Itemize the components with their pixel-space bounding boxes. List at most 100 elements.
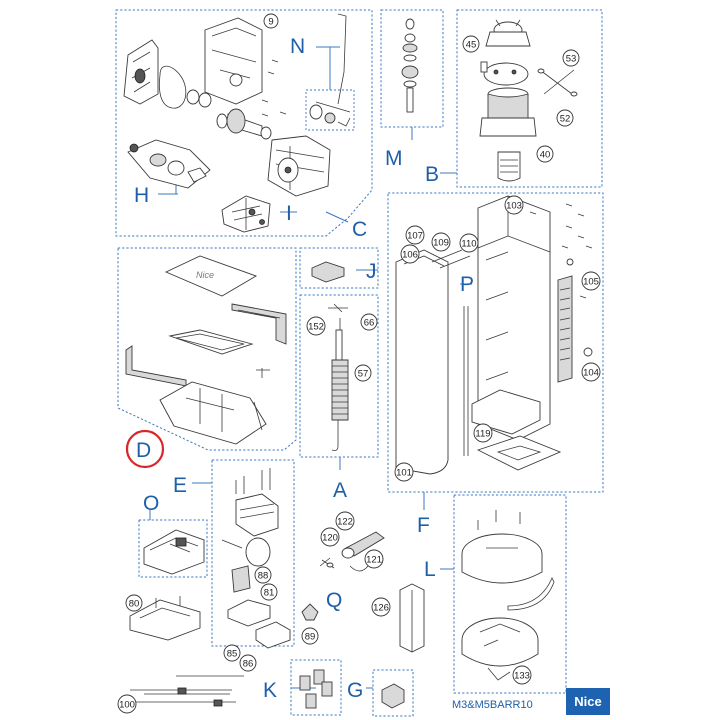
- svg-text:80: 80: [129, 599, 140, 610]
- svg-text:122: 122: [337, 517, 353, 528]
- svg-text:53: 53: [566, 54, 577, 65]
- callout-86: 86: [239, 654, 257, 672]
- callout-40: 40: [536, 145, 554, 163]
- svg-text:45: 45: [466, 40, 477, 51]
- bar-piece-126: [399, 583, 425, 653]
- callout-45: 45: [462, 35, 480, 53]
- callout-89: 89: [301, 627, 319, 645]
- callout-66: 66: [360, 313, 378, 331]
- board-o: [129, 529, 205, 641]
- group-label-n: N: [290, 35, 305, 58]
- lever-subassembly-n: [305, 13, 355, 131]
- svg-text:109: 109: [433, 238, 449, 249]
- svg-text:152: 152: [308, 322, 324, 333]
- callout-52: 52: [556, 109, 574, 127]
- group-label-m: M: [385, 147, 403, 170]
- callout-107: 107: [405, 225, 425, 245]
- callout-100: 100: [117, 694, 137, 714]
- cables: [130, 675, 244, 707]
- callout-106: 106: [400, 244, 420, 264]
- callout-103: 103: [504, 195, 524, 215]
- callout-85: 85: [223, 644, 241, 662]
- group-label-h: H: [134, 184, 149, 207]
- svg-text:66: 66: [364, 318, 375, 329]
- motor-assembly-b: [479, 19, 578, 182]
- gearbox-assembly: [123, 17, 331, 197]
- svg-text:106: 106: [402, 250, 418, 261]
- group-box-e: [211, 459, 295, 647]
- svg-text:89: 89: [305, 632, 316, 643]
- group-box-d: [117, 247, 297, 451]
- callout-101: 101: [394, 462, 414, 482]
- callout-57: 57: [354, 364, 372, 382]
- callout-81: 81: [260, 583, 278, 601]
- callout-133: 133: [512, 665, 532, 685]
- callout-126: 126: [371, 597, 391, 617]
- gear-subassembly-h: [127, 139, 211, 189]
- svg-text:86: 86: [243, 659, 254, 670]
- group-label-k: K: [263, 679, 277, 702]
- callout-105: 105: [581, 271, 601, 291]
- svg-text:100: 100: [119, 700, 135, 711]
- svg-text:103: 103: [506, 201, 522, 212]
- svg-text:101: 101: [396, 468, 412, 479]
- callout-80: 80: [125, 594, 143, 612]
- svg-text:57: 57: [358, 369, 369, 380]
- group-box-c: [115, 9, 373, 237]
- group-label-p: P: [460, 273, 474, 296]
- group-label-q: Q: [326, 589, 342, 612]
- bracket-k: [299, 669, 333, 709]
- callout-119: 119: [473, 423, 493, 443]
- housing-f: [395, 195, 593, 475]
- group-label-d: D: [136, 439, 151, 462]
- spring-assembly-a: [328, 303, 349, 451]
- highlight-circle: [125, 429, 165, 469]
- group-label-f: F: [417, 514, 430, 537]
- group-box-o: [138, 519, 208, 578]
- svg-text:88: 88: [258, 571, 269, 582]
- group-label-b: B: [425, 163, 439, 186]
- group-label-i: I: [286, 202, 292, 225]
- callout-109: 109: [431, 232, 451, 252]
- part-89-shape: [301, 603, 319, 621]
- lid-l: [461, 510, 555, 681]
- group-box-f: [387, 192, 604, 493]
- callout-53: 53: [562, 49, 580, 67]
- gear-subassembly-i: [221, 195, 271, 233]
- callout-152: 152: [306, 316, 326, 336]
- svg-text:126: 126: [373, 603, 389, 614]
- group-label-j: J: [366, 260, 377, 283]
- svg-text:85: 85: [227, 649, 238, 660]
- callout-9: 9: [263, 13, 279, 29]
- svg-text:119: 119: [475, 429, 490, 440]
- brand-logo: Nice: [566, 688, 610, 715]
- fitting-g: [381, 683, 405, 709]
- control-unit-e: [221, 468, 291, 649]
- callout-120: 120: [320, 527, 340, 547]
- group-label-e: E: [173, 474, 187, 497]
- group-label-a: A: [333, 479, 347, 502]
- group-label-g: G: [347, 679, 363, 702]
- callout-110: 110: [459, 233, 479, 253]
- callout-88: 88: [254, 566, 272, 584]
- cover-assembly-d: Nice: [125, 255, 287, 445]
- bracket-j: [311, 261, 345, 283]
- svg-text:120: 120: [322, 533, 338, 544]
- group-box-l: [453, 494, 567, 694]
- release-knob-m: [401, 18, 419, 113]
- callout-121: 121: [364, 549, 384, 569]
- drawing-code: M3&M5BARR10: [452, 699, 533, 711]
- svg-text:133: 133: [514, 671, 530, 682]
- svg-text:104: 104: [583, 368, 599, 379]
- group-label-c: C: [352, 218, 367, 241]
- svg-text:52: 52: [560, 114, 571, 125]
- group-label-l: L: [424, 558, 436, 581]
- svg-text:Nice: Nice: [196, 270, 214, 280]
- svg-text:40: 40: [540, 150, 551, 161]
- lock-q: [319, 531, 385, 572]
- svg-text:121: 121: [366, 555, 382, 566]
- group-box-b: [456, 9, 603, 188]
- svg-text:110: 110: [461, 239, 476, 250]
- group-box-a: [299, 294, 379, 458]
